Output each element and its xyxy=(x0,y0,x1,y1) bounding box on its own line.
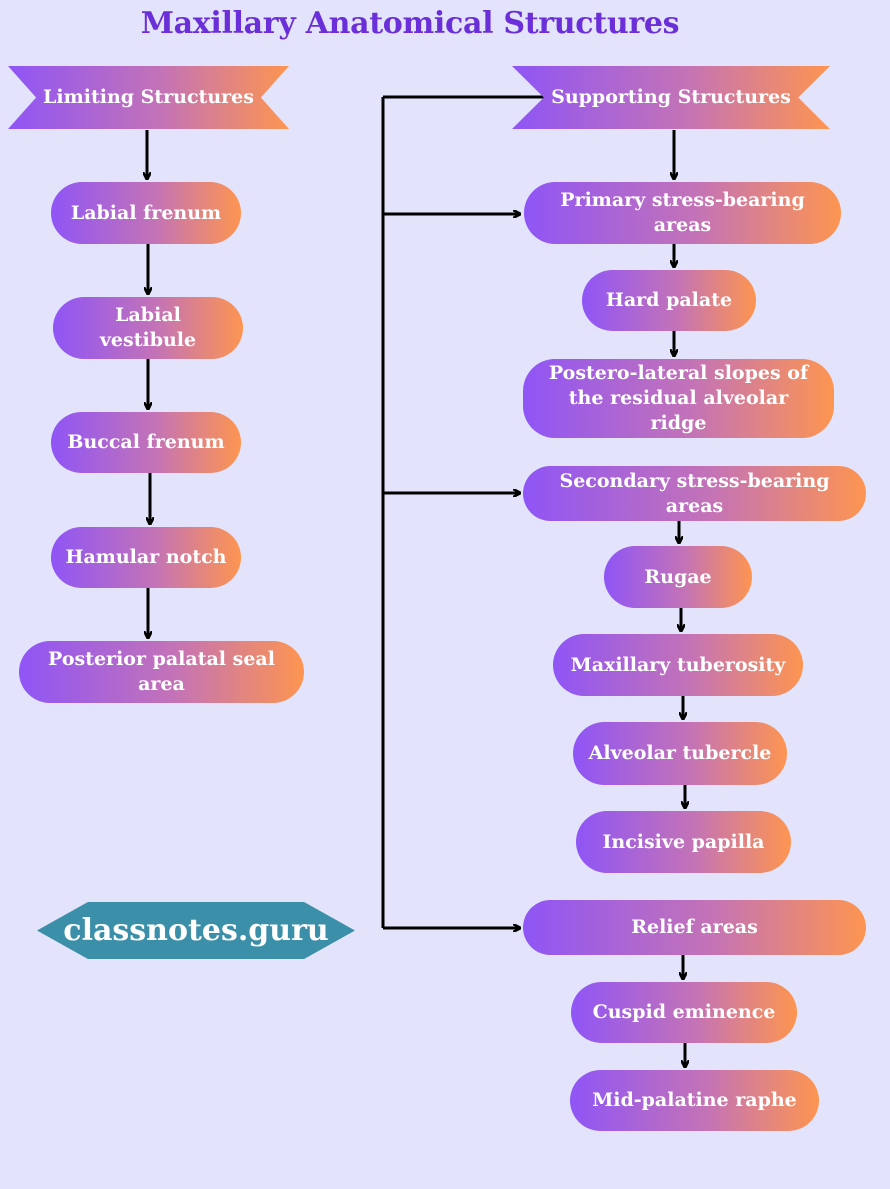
limiting-item-hamular-notch: Hamular notch xyxy=(51,527,241,588)
primary-item-hard-palate: Hard palate xyxy=(582,270,756,331)
limiting-item-posterior-palatal-seal: Posterior palatal seal area xyxy=(19,641,304,703)
primary-item-postero-lateral-slopes: Postero-lateral slopes of the residual a… xyxy=(523,359,834,438)
secondary-item-incisive-papilla: Incisive papilla xyxy=(576,811,791,873)
supporting-structures-header: Supporting Structures xyxy=(512,66,830,129)
secondary-item-alveolar-tubercle: Alveolar tubercle xyxy=(573,722,787,785)
limiting-item-labial-frenum: Labial frenum xyxy=(51,182,241,244)
limiting-structures-header: Limiting Structures xyxy=(8,66,289,129)
relief-item-mid-palatine-raphe: Mid-palatine raphe xyxy=(570,1070,819,1131)
relief-areas: Relief areas xyxy=(523,900,866,955)
secondary-stress-bearing-areas: Secondary stress-bearing areas xyxy=(523,466,866,521)
secondary-item-maxillary-tuberosity: Maxillary tuberosity xyxy=(553,634,803,696)
primary-stress-bearing-areas: Primary stress-bearing areas xyxy=(524,182,841,244)
secondary-item-rugae: Rugae xyxy=(604,546,752,608)
page-title: Maxillary Anatomical Structures xyxy=(140,6,680,41)
limiting-item-labial-vestibule: Labial vestibule xyxy=(53,297,243,359)
brand-logo: classnotes.guru xyxy=(37,902,355,959)
limiting-item-buccal-frenum: Buccal frenum xyxy=(51,412,241,473)
relief-item-cuspid-eminence: Cuspid eminence xyxy=(571,982,797,1043)
